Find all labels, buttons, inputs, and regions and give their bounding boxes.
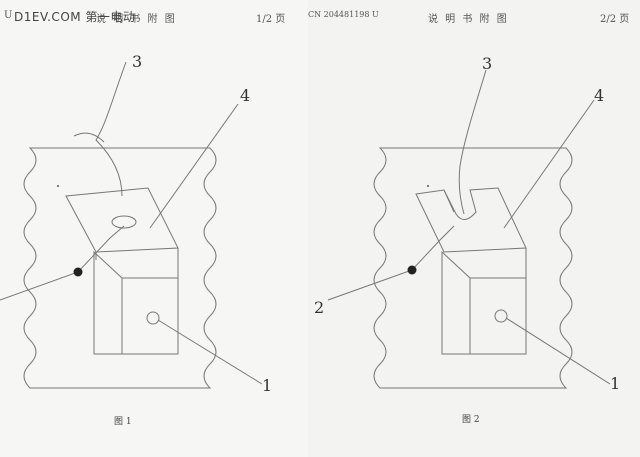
ref-label-2: 2 [314, 298, 325, 317]
ref-label-4: 4 [240, 86, 251, 105]
site-watermark: D1EV.COM 第一电动 [14, 10, 136, 24]
leader-3 [458, 69, 487, 215]
box-side [122, 277, 179, 355]
leader-2 [327, 225, 455, 301]
header-title: 说 明 书 附 图 [96, 14, 177, 25]
connection-dot [73, 267, 83, 277]
ref-label-1: 1 [610, 374, 621, 393]
leader-3 [95, 61, 127, 197]
ref-label-3: 3 [482, 54, 493, 73]
side-hole [494, 309, 508, 323]
leader-4 [503, 99, 595, 229]
side-hole [146, 311, 160, 325]
box-front [93, 250, 123, 355]
top-plate-slotted [415, 187, 527, 253]
header-title: 说 明 书 附 图 [428, 14, 509, 25]
drawing-sheet-left: U 说 明 书 附 图 1/2 页 3 4 1 图 1 [0, 0, 308, 457]
leader-1 [505, 317, 611, 385]
top-plate [65, 187, 179, 253]
leader-4 [149, 103, 239, 229]
figure-2-drawing [327, 69, 611, 389]
drawing-sheet-right: CN 204481198 U 说 明 书 附 图 2/2 页 3 4 2 1 图… [308, 0, 640, 457]
ref-label-3: 3 [132, 52, 143, 71]
ref-label-1: 1 [262, 376, 273, 395]
ref-label-4: 4 [594, 86, 605, 105]
top-hole [111, 215, 137, 229]
sheet-outline [373, 147, 573, 389]
leader-2 [0, 225, 125, 301]
figure-caption: 图 1 [114, 417, 132, 427]
figure-1-drawing [0, 61, 263, 389]
leader-1 [157, 319, 263, 385]
figure-caption: 图 2 [462, 415, 480, 425]
box-front [441, 250, 471, 355]
header-left-margin: U [4, 10, 13, 21]
box-side [470, 277, 527, 355]
header-page-number: 1/2 页 [256, 14, 286, 25]
header-patent-number: CN 204481198 U [308, 10, 379, 19]
connection-dot [407, 265, 417, 275]
sheet-outline [23, 147, 217, 389]
header-page-number: 2/2 页 [600, 14, 630, 25]
